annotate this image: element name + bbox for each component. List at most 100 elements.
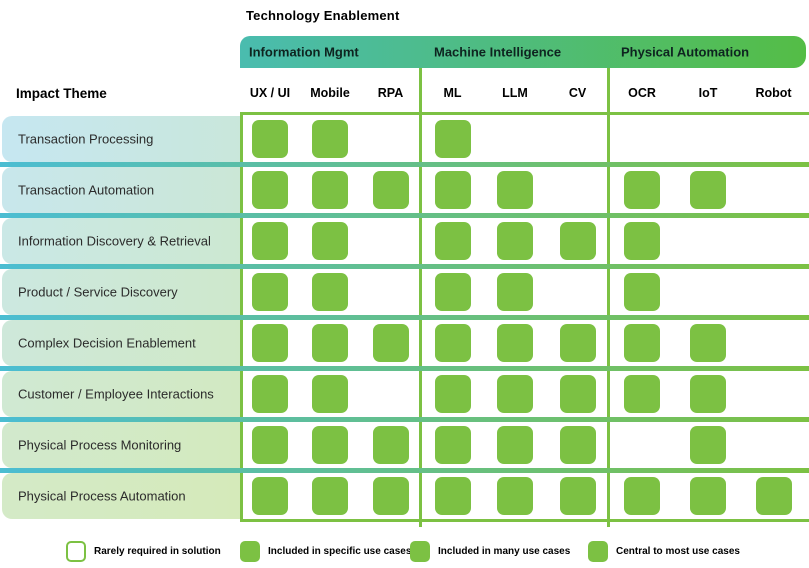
matrix-cell	[421, 320, 484, 366]
matrix-cell	[484, 269, 546, 315]
indicator-square	[559, 426, 596, 464]
indicator-square	[372, 171, 409, 209]
indicator-square	[624, 273, 660, 311]
matrix-row-cells	[240, 218, 806, 264]
matrix-cell	[421, 116, 484, 162]
indicator-square	[252, 120, 288, 158]
matrix-cell	[609, 371, 675, 417]
legend-label: Rarely required in solution	[94, 546, 221, 557]
matrix-cell	[360, 473, 421, 519]
matrix-row-cells	[240, 167, 806, 213]
indicator-square	[497, 171, 533, 209]
matrix-cell	[240, 320, 300, 366]
column-header-cv: CV	[568, 86, 587, 100]
matrix-cell	[300, 269, 360, 315]
matrix-row-cells	[240, 269, 806, 315]
matrix-cell	[240, 116, 300, 162]
matrix-cell	[360, 167, 421, 213]
matrix-row: Information Discovery & Retrieval	[0, 218, 809, 264]
group-banner: Information Mgmt Machine Intelligence Ph…	[240, 36, 806, 68]
indicator-square	[312, 120, 348, 158]
group-label-information-mgmt: Information Mgmt	[249, 44, 359, 60]
indicator-square	[497, 477, 533, 515]
indicator-square	[312, 375, 348, 413]
matrix-cell	[484, 422, 546, 468]
matrix-cell	[421, 167, 484, 213]
group-label-physical-automation: Physical Automation	[621, 44, 750, 60]
matrix-cell	[609, 320, 675, 366]
indicator-square	[252, 222, 288, 260]
matrix-cell	[240, 218, 300, 264]
matrix-cell	[360, 371, 421, 417]
row-label: Product / Service Discovery	[18, 284, 178, 300]
matrix-row-cells	[240, 116, 806, 162]
indicator-square	[497, 324, 533, 362]
row-label: Transaction Processing	[18, 131, 154, 147]
column-header-llm: LLM	[502, 86, 528, 100]
row-label-band: Transaction Processing	[2, 116, 240, 162]
matrix-row-cells	[240, 371, 806, 417]
column-header-robot: Robot	[755, 86, 792, 100]
matrix-cell	[675, 473, 741, 519]
matrix-row: Transaction Processing	[0, 116, 809, 162]
matrix-cell	[300, 116, 360, 162]
indicator-square	[434, 171, 471, 209]
matrix-cell	[240, 269, 300, 315]
indicator-square	[497, 273, 533, 311]
matrix-cell	[240, 371, 300, 417]
matrix-row: Transaction Automation	[0, 167, 809, 213]
indicator-square	[312, 477, 348, 515]
matrix-cell	[360, 320, 421, 366]
indicator-square	[559, 477, 596, 515]
row-separator	[0, 468, 809, 473]
matrix-cell	[484, 473, 546, 519]
indicator-square	[252, 477, 288, 515]
row-label-band: Customer / Employee Interactions	[2, 371, 240, 417]
matrix-row: Customer / Employee Interactions	[0, 371, 809, 417]
indicator-square	[624, 222, 660, 260]
row-label-band: Information Discovery & Retrieval	[2, 218, 240, 264]
matrix-row-cells	[240, 422, 806, 468]
indicator-square	[252, 426, 288, 464]
indicator-square	[624, 324, 660, 362]
indicator-square	[690, 426, 726, 464]
matrix-cell	[360, 218, 421, 264]
matrix-cell	[609, 473, 675, 519]
matrix-cell	[546, 422, 609, 468]
indicator-square	[312, 273, 348, 311]
indicator-square	[559, 324, 596, 362]
matrix-cell	[546, 116, 609, 162]
matrix-cell	[421, 371, 484, 417]
row-separator	[0, 315, 809, 320]
matrix-cell	[300, 371, 360, 417]
matrix-cell	[741, 167, 806, 213]
grid-line-vertical-group1	[419, 68, 422, 527]
indicator-square	[755, 477, 792, 515]
row-label-band: Complex Decision Enablement	[2, 320, 240, 366]
matrix-cell	[741, 218, 806, 264]
grid-line-top	[240, 112, 809, 115]
indicator-square	[434, 324, 471, 362]
matrix-cell	[675, 320, 741, 366]
matrix-row: Physical Process Monitoring	[0, 422, 809, 468]
indicator-square	[312, 324, 348, 362]
legend-item: Included in many use cases	[410, 541, 570, 562]
legend-label: Included in specific use cases	[268, 546, 412, 557]
indicator-square	[434, 477, 471, 515]
matrix-cell	[360, 269, 421, 315]
matrix-cell	[609, 218, 675, 264]
matrix-row: Physical Process Automation	[0, 473, 809, 519]
indicator-square	[312, 222, 348, 260]
matrix-row: Product / Service Discovery	[0, 269, 809, 315]
matrix-cell	[546, 167, 609, 213]
row-separator	[0, 264, 809, 269]
matrix-cell	[240, 422, 300, 468]
group-label-machine-intelligence: Machine Intelligence	[434, 44, 562, 60]
legend-swatch-icon	[240, 541, 260, 562]
indicator-square	[690, 171, 726, 209]
row-label: Physical Process Monitoring	[18, 437, 182, 453]
indicator-square	[624, 477, 660, 515]
row-label: Physical Process Automation	[18, 488, 186, 504]
